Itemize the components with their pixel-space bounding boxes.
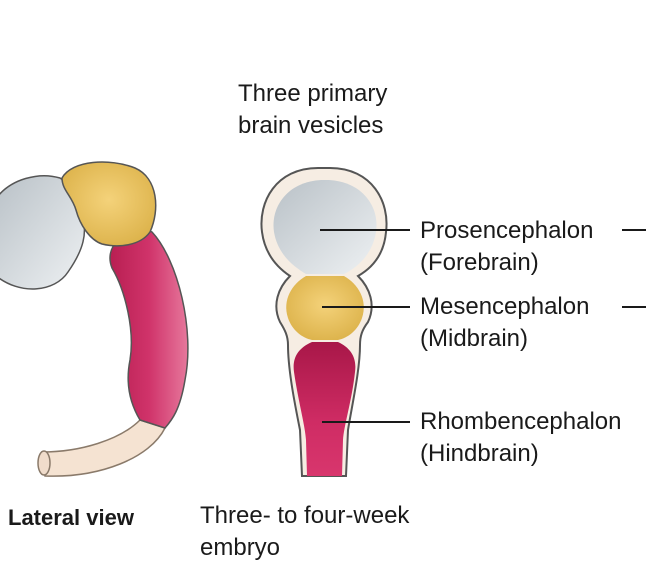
rhombencephalon-name: Rhombencephalon <box>420 408 622 435</box>
lateral-spinal-cord-end <box>37 450 51 476</box>
label-mesencephalon: Mesencephalon (Midbrain) <box>420 291 589 355</box>
embryo-line-2: embryo <box>200 534 281 561</box>
rhombencephalon-common: (Hindbrain) <box>420 440 539 467</box>
caption-embryo: Three- to four-week embryo <box>200 500 409 564</box>
heading-line-1: Three primary <box>238 80 388 107</box>
heading-label: Three primary brain vesicles <box>238 78 387 142</box>
lateral-hindbrain <box>109 228 189 429</box>
lateral-view-text: Lateral view <box>8 505 134 530</box>
lateral-spinal-cord <box>41 419 167 477</box>
prosencephalon-name: Prosencephalon <box>420 217 594 244</box>
embryo-line-1: Three- to four-week <box>200 502 410 529</box>
label-prosencephalon: Prosencephalon (Forebrain) <box>420 215 593 279</box>
forebrain-vesicle <box>273 180 377 274</box>
label-rhombencephalon: Rhombencephalon (Hindbrain) <box>420 406 621 470</box>
prosencephalon-common: (Forebrain) <box>420 249 539 276</box>
heading-line-2: brain vesicles <box>238 112 384 139</box>
lateral-view-drawing <box>0 161 189 477</box>
vesicle-drawing <box>260 167 388 477</box>
caption-lateral-view: Lateral view <box>8 502 134 534</box>
lateral-midbrain <box>61 161 157 247</box>
hindbrain-vesicle <box>293 342 356 476</box>
mesencephalon-name: Mesencephalon <box>420 293 590 320</box>
mesencephalon-common: (Midbrain) <box>420 325 529 352</box>
